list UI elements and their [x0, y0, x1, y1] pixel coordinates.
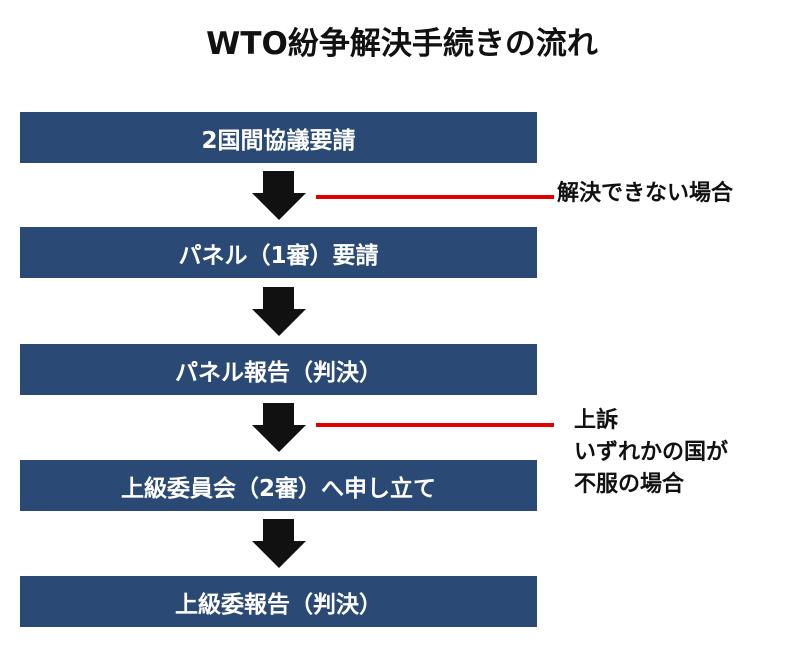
note-line: 上訴 — [574, 408, 619, 433]
step-label: 2国間協議要請 — [201, 127, 356, 154]
note-appeal: 上訴 いずれかの国が 不服の場合 — [574, 405, 728, 501]
note-line: 不服の場合 — [574, 471, 685, 497]
step-appellate-body-report: 上級委報告（判決） — [20, 576, 537, 627]
note-line: 解決できない場合 — [557, 181, 734, 206]
note-line: いずれかの国が — [574, 439, 729, 465]
step-panel-request: パネル（1審）要請 — [20, 227, 537, 278]
step-label: パネル（1審）要請 — [178, 242, 379, 269]
down-arrow-icon — [252, 403, 306, 452]
note-unresolved: 解決できない場合 — [557, 178, 733, 210]
connector-line — [316, 195, 554, 199]
step-label: パネル報告（判決） — [175, 359, 382, 386]
step-label: 上級委報告（判決） — [175, 591, 382, 618]
down-arrow-icon — [252, 287, 306, 336]
diagram-title: WTO紛争解決手続きの流れ — [206, 26, 598, 62]
step-panel-report: パネル報告（判決） — [20, 344, 537, 395]
connector-line — [316, 423, 554, 427]
step-bilateral-consultation: 2国間協議要請 — [20, 112, 537, 163]
step-label: 上級委員会（2審）へ申し立て — [120, 475, 436, 502]
step-appellate-body-appeal: 上級委員会（2審）へ申し立て — [20, 460, 537, 511]
down-arrow-icon — [252, 519, 306, 568]
down-arrow-icon — [252, 171, 306, 220]
